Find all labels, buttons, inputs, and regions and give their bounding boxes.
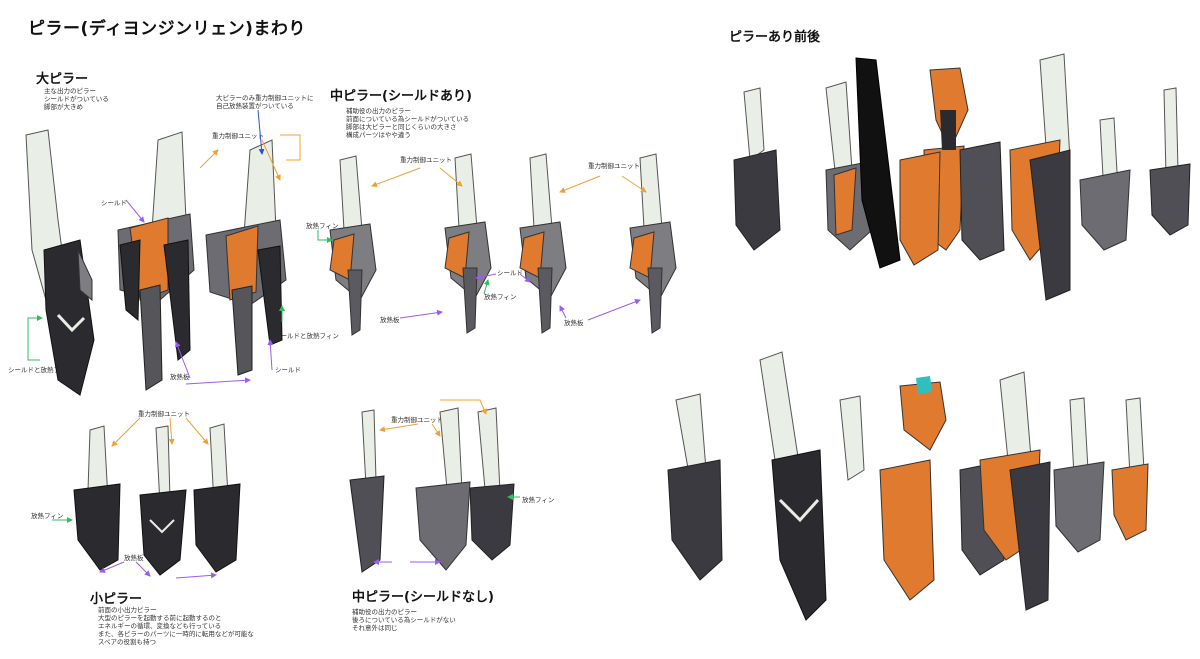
large-pillar-notes: 主な出力のピラーシールドがついている脚部が大きめ	[44, 87, 109, 111]
label-shield-fin-large-left: シールドと放熱フィン	[8, 366, 73, 374]
large-pillar-callout: 大ピラーのみ重力制御ユニットに自己放熱装置がついている	[216, 94, 314, 110]
small-pillar-heading: 小ピラー	[90, 592, 143, 607]
right-heading: ピラーあり前後	[729, 30, 821, 45]
label-plate-medium-right: 放熱板	[564, 319, 584, 327]
formation-bottom-art	[667, 351, 1149, 621]
medium-shield-heading: 中ピラー(シールドあり)	[330, 89, 472, 104]
label-gravity-unit-large: 重力制御ユニット	[212, 132, 264, 140]
large-pillar-heading: 大ピラー	[36, 72, 89, 87]
formation-top-art	[733, 53, 1191, 301]
label-fin-medium-center: 放熱フィン	[484, 293, 517, 301]
label-gravity-unit-medium-left: 重力制御ユニット	[400, 156, 452, 164]
medium-noshield-notes: 補助役の出力のピラー後ろについている為シールドがないそれ意外は同じ	[352, 608, 456, 632]
label-plate-medium-left: 放熱板	[380, 316, 400, 324]
label-plate-small: 放熱板	[124, 554, 144, 562]
medium-noshield-heading: 中ピラー(シールドなし)	[352, 590, 494, 605]
medium-shield-notes: 補助役の出力のピラー前面についている為シールドがついている脚部は大ピラーと同じく…	[346, 107, 470, 139]
label-shield-large-bottom: シールド	[275, 366, 301, 374]
label-shield-large: シールド	[101, 199, 127, 207]
label-fin-small: 放熱フィン	[31, 512, 64, 520]
label-fin-medium-left: 放熱フィン	[306, 222, 339, 230]
small-pillar-notes: 前面の小出力ピラー大型のピラーを起動する前に起動するのとエネルギーの循環、変換な…	[98, 606, 254, 646]
label-gravity-unit-small: 重力制御ユニット	[138, 410, 190, 418]
label-gravity-unit-medium-right: 重力制御ユニット	[588, 162, 640, 170]
label-heat-plate-large: 放熱板	[170, 373, 190, 381]
small-pillar-art	[52, 417, 241, 579]
label-shield-fin-large-right: シールドと放熱フィン	[274, 332, 339, 340]
large-pillar-art	[25, 109, 301, 396]
medium-noshield-pillar-art	[349, 399, 520, 573]
label-shield-medium: シールド	[497, 269, 523, 277]
page-title: ピラー(ディヨンジンリェン)まわり	[28, 19, 306, 39]
label-fin-noshield: 放熱フィン	[522, 496, 555, 504]
medium-shield-pillar-art	[317, 153, 677, 336]
label-gravity-unit-noshield: 重力制御ユニット	[391, 416, 443, 424]
